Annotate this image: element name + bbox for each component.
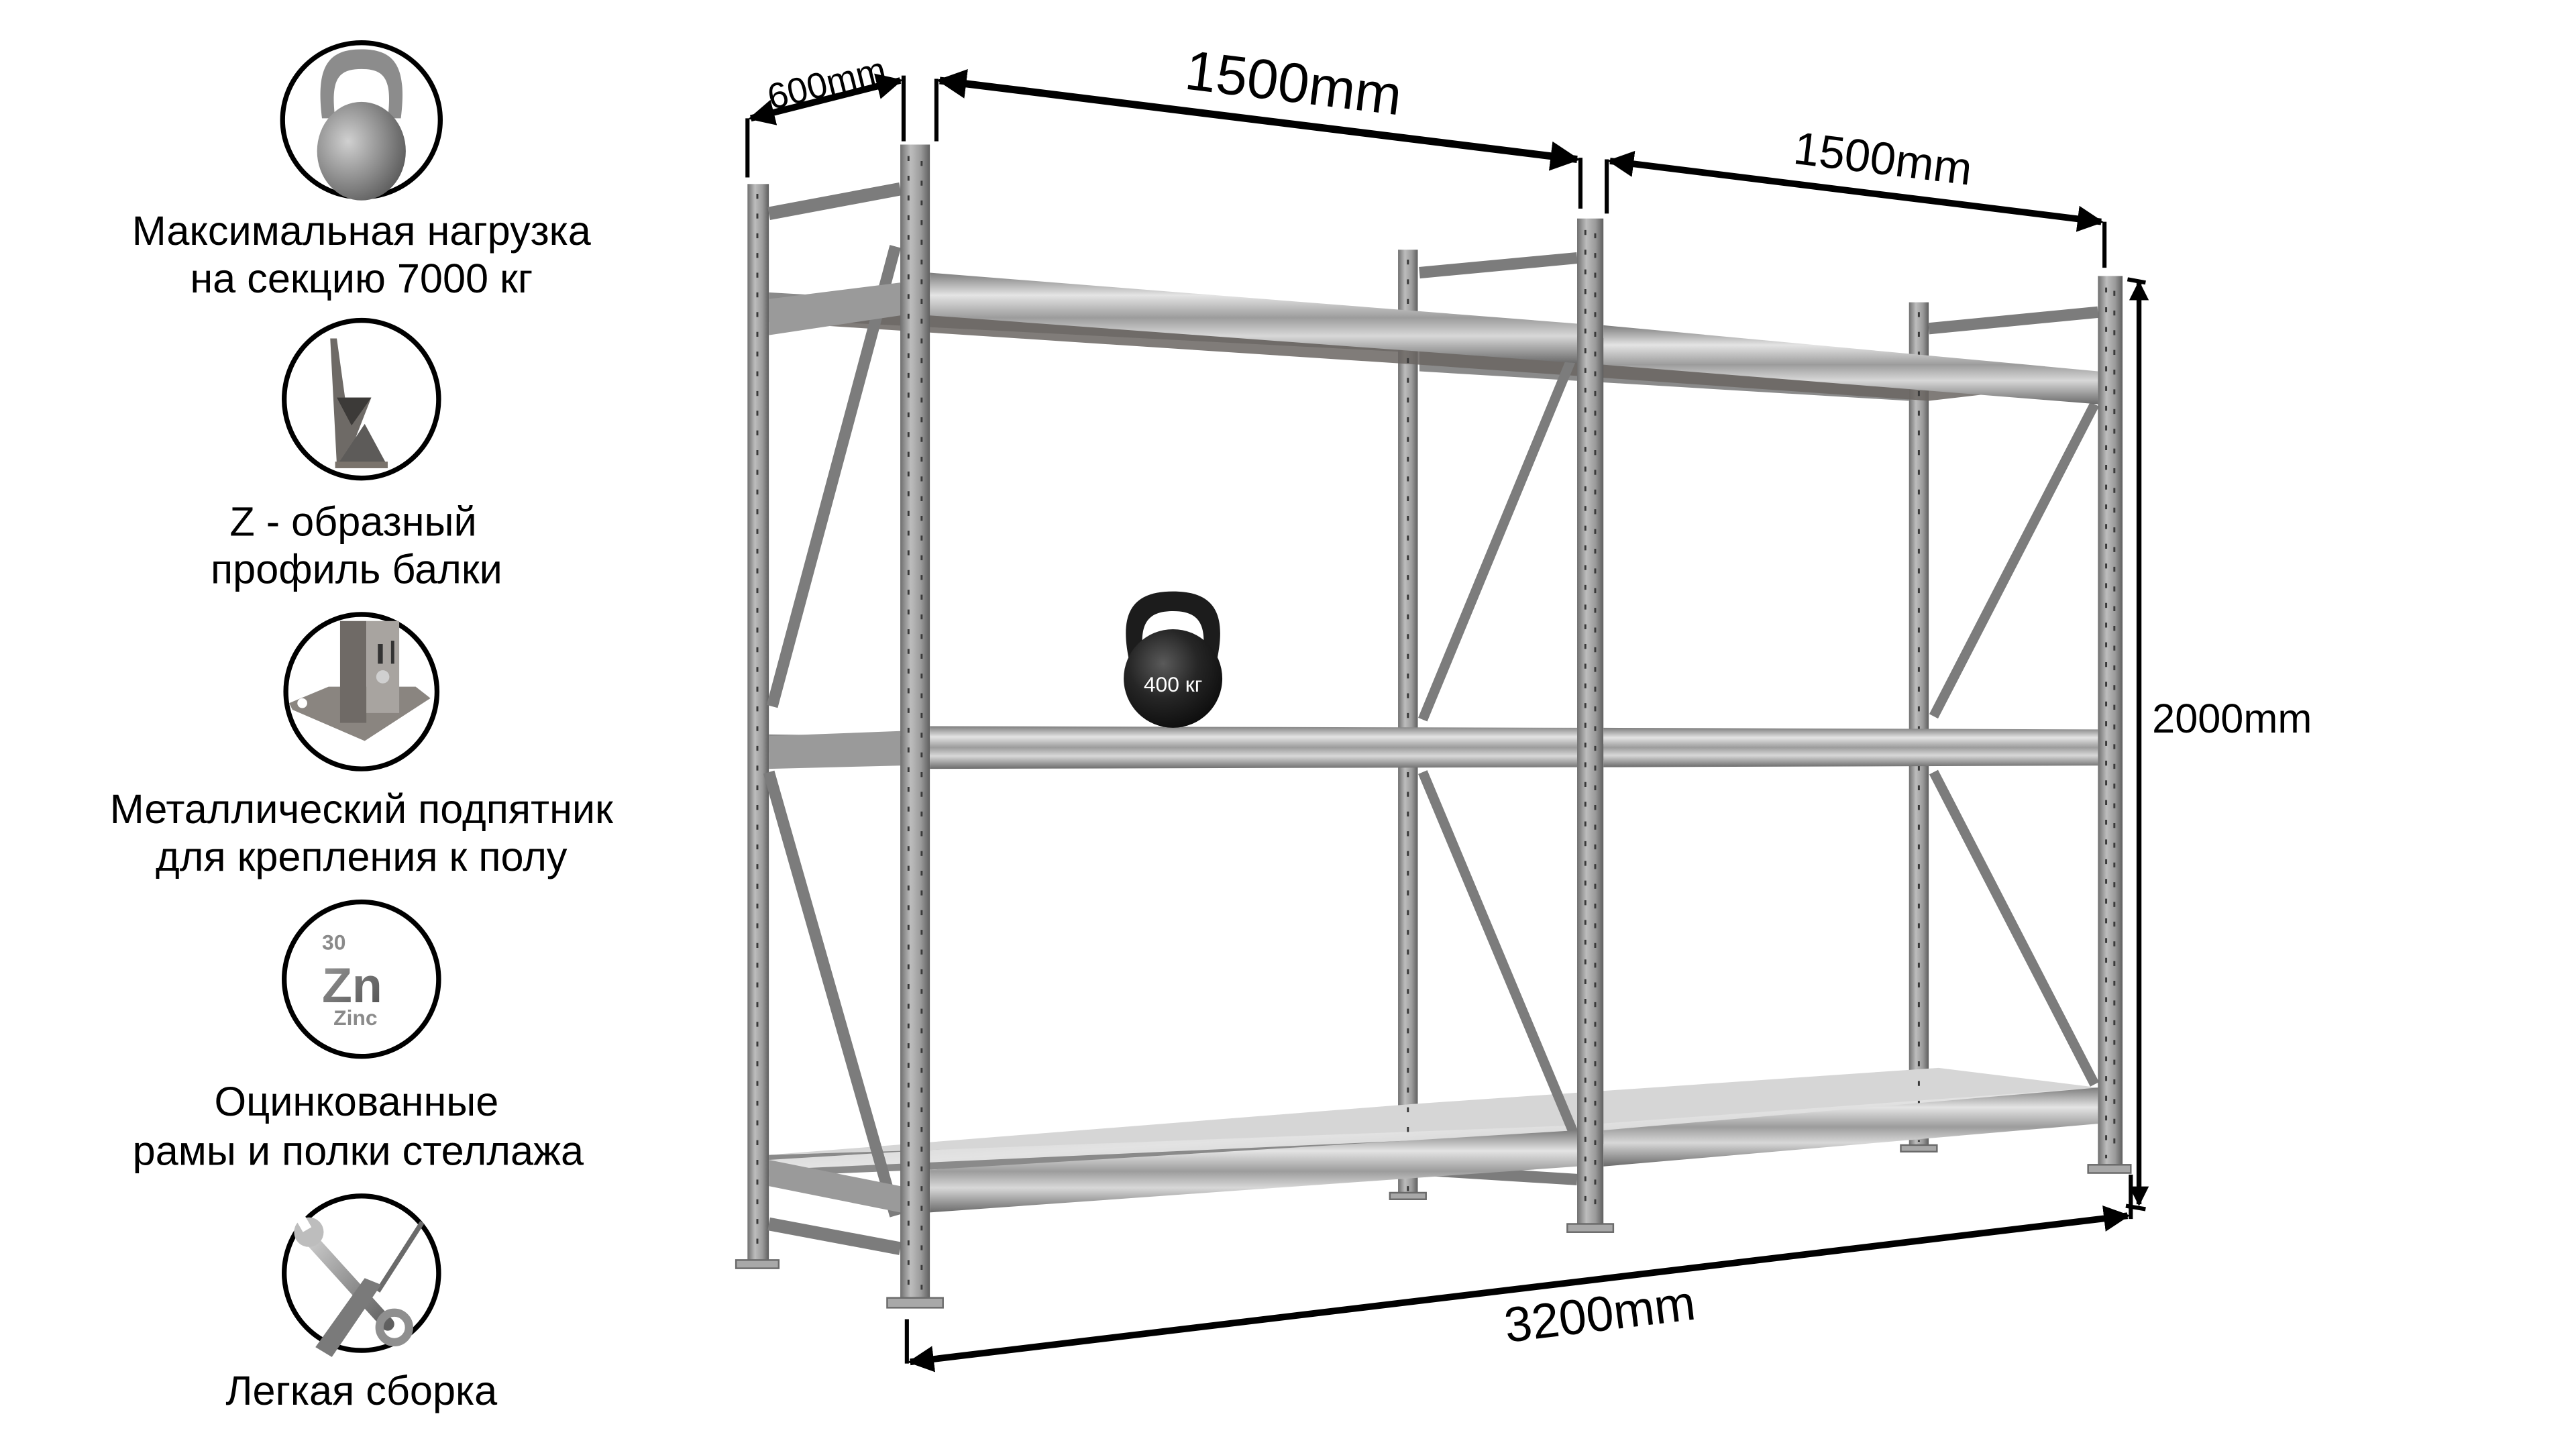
load-badge-label: 400 кг <box>1144 672 1202 696</box>
z-profile-beam-icon <box>282 317 441 481</box>
feature-label-line1: Легкая сборка <box>225 1368 498 1413</box>
feature-label-line1: Металлический подпятник <box>110 786 614 832</box>
shelf-decks <box>769 279 2098 1170</box>
zinc-atomic-number: 30 <box>322 930 345 955</box>
front-beams <box>769 272 2098 1213</box>
feature-label-line2: рамы и полки стеллажа <box>133 1128 584 1173</box>
dimension-height: 2000mm <box>2125 277 2312 1212</box>
feature-label-line2: профиль балки <box>211 546 502 592</box>
feature-list: Максимальная нагрузка на секцию 7000 кг … <box>110 40 614 1413</box>
dimension-depth: 600mm <box>745 50 906 178</box>
zinc-name: Zinc <box>333 1006 377 1030</box>
rack-illustration: 400 кг <box>735 144 2132 1309</box>
feature-galvanized: 30 Zn Zinc Оцинкованные рамы и полки сте… <box>133 899 584 1173</box>
dimension-section-2: 1500mm <box>1605 122 2107 268</box>
dimension-total-length: 3200mm <box>904 1175 2133 1373</box>
metal-foot-plate-icon <box>283 612 440 771</box>
feature-label-line1: Оцинкованные <box>215 1079 499 1124</box>
kettlebell-icon <box>280 40 443 201</box>
dimension-depth-label: 600mm <box>763 50 890 118</box>
load-kettlebell: 400 кг <box>1124 591 1223 728</box>
feature-label-line1: Максимальная нагрузка <box>132 208 592 254</box>
upright-back-middle <box>1398 250 1418 1199</box>
feature-label-line2: на секцию 7000 кг <box>190 256 533 301</box>
upright-front-left <box>900 144 930 1303</box>
feature-z-profile: Z - образный профиль балки <box>211 317 502 592</box>
dimension-height-label: 2000mm <box>2152 696 2312 741</box>
upright-front-middle <box>1577 218 1604 1229</box>
side-frame-bracing <box>763 182 2099 1255</box>
feature-label-line1: Z - образный <box>229 498 476 544</box>
zinc-symbol: Zn <box>322 957 382 1013</box>
feature-easy-assembly: Легкая сборка <box>225 1193 498 1413</box>
zinc-element-icon: 30 Zn Zinc <box>282 899 441 1059</box>
upright-front-right <box>2098 276 2123 1170</box>
feature-max-load: Максимальная нагрузка на секцию 7000 кг <box>132 40 592 301</box>
wrench-screwdriver-icon <box>282 1193 441 1357</box>
feature-foot-plate: Металлический подпятник для крепления к … <box>110 612 614 879</box>
upright-perforations <box>756 156 2116 1290</box>
feature-label-line2: для крепления к полу <box>156 834 568 879</box>
dimension-section-1: 1500mm <box>934 39 1582 209</box>
